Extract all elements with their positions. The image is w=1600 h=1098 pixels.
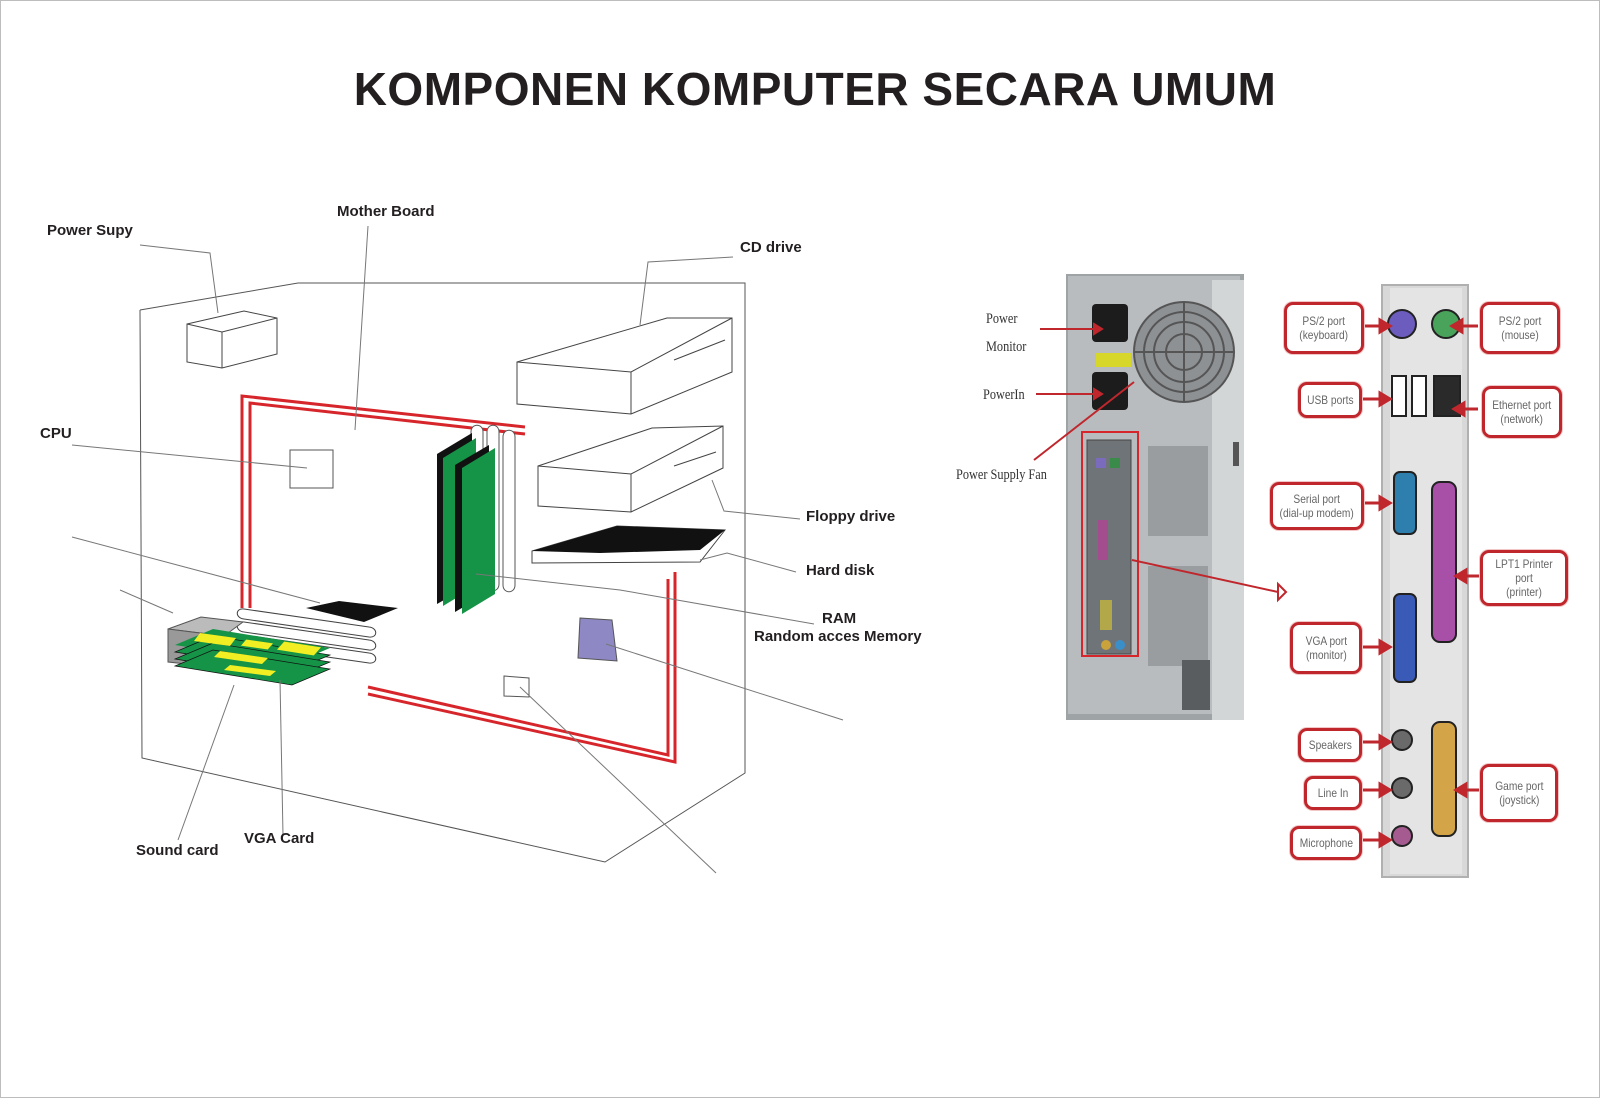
board-chip xyxy=(306,601,398,622)
tag-usb: USB ports xyxy=(1298,382,1362,418)
label-ram-full: Random acces Memory xyxy=(754,628,922,645)
tag-vga: VGA port(monitor) xyxy=(1290,622,1362,674)
leader-lines xyxy=(71,225,844,874)
tag-speakers: Speakers xyxy=(1298,728,1362,762)
ram-chip xyxy=(577,617,618,662)
label-power-supply-fan: Power Supply Fan xyxy=(956,467,1047,483)
motherboard-rails xyxy=(240,394,677,764)
tag-serial: Serial port(dial-up modem) xyxy=(1270,482,1364,530)
ram-modules xyxy=(437,424,516,614)
label-power-supply: Power Supy xyxy=(47,222,133,239)
label-power-monitor-1: Power xyxy=(986,311,1018,327)
tag-ethernet: Ethernet port(network) xyxy=(1482,386,1562,438)
label-cd-drive: CD drive xyxy=(740,239,802,256)
label-sound-card: Sound card xyxy=(136,842,219,859)
power-supply-box xyxy=(186,310,278,369)
floppy-drive-box xyxy=(537,425,724,513)
cpu-square xyxy=(289,449,334,489)
hard-disk-shape xyxy=(531,525,726,564)
label-mother-board: Mother Board xyxy=(337,203,435,220)
port-arrows xyxy=(1362,317,1480,849)
expansion-cards xyxy=(167,616,332,686)
page-title: KOMPONEN KOMPUTER SECARA UMUM xyxy=(353,63,1277,115)
tag-game: Game port(joystick) xyxy=(1480,764,1558,822)
label-vga-card: VGA Card xyxy=(244,830,315,847)
case-arrows xyxy=(1033,322,1288,603)
tag-line-in: Line In xyxy=(1304,776,1362,810)
case-back-photo xyxy=(1066,274,1244,720)
tag-microphone: Microphone xyxy=(1290,826,1362,860)
label-power-in: PowerIn xyxy=(983,387,1025,403)
tag-lpt1: LPT1 Printer port(printer) xyxy=(1480,550,1568,606)
label-floppy-drive: Floppy drive xyxy=(806,508,896,525)
tag-ps2-keyboard: PS/2 port(keyboard) xyxy=(1284,302,1364,354)
io-panel xyxy=(1381,284,1469,878)
tag-ps2-mouse: PS/2 port(mouse) xyxy=(1480,302,1560,354)
cd-drive-box xyxy=(516,317,733,415)
label-hard-disk: Hard disk xyxy=(806,562,875,579)
label-power-monitor-2: Monitor xyxy=(986,339,1027,355)
small-chip xyxy=(503,675,530,698)
label-ram: RAM xyxy=(822,610,857,627)
label-cpu: CPU xyxy=(40,425,72,442)
case-outline xyxy=(139,282,746,863)
